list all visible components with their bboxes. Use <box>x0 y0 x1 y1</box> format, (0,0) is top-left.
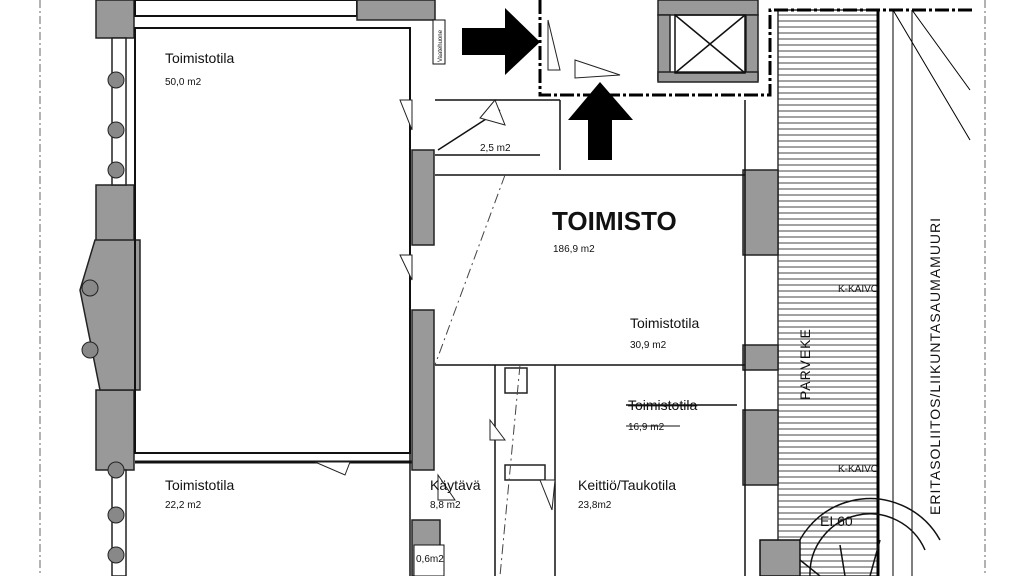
spiral-stair <box>759 497 941 576</box>
room-area-wc: 0,6m2 <box>416 554 444 565</box>
fire-compartment-line <box>538 0 975 97</box>
room-name-office-bottom-left: Toimistotila <box>165 477 234 493</box>
door-swings <box>314 19 621 511</box>
room-name-main: TOIMISTO <box>552 206 677 236</box>
fire-class-label: EI 60 <box>820 513 853 529</box>
room-area-office-top-left: 50,0 m2 <box>165 77 202 88</box>
room-name-hallway: Käytävä <box>430 477 481 493</box>
kkaivo-label-1: K-KAIVO <box>838 284 879 295</box>
kkaivo-label-2: K-KAIVO <box>838 464 879 475</box>
arrow-up-icon <box>568 82 633 160</box>
room-area-kitchen: 23,8m2 <box>578 500 612 511</box>
room-area-office-struck: 16,9 m2 <box>628 422 665 433</box>
axis-lines <box>39 0 986 576</box>
main-office-walls <box>435 99 746 576</box>
window-circles <box>81 71 125 564</box>
elevator-shaft <box>674 14 746 74</box>
room-area-corridor-small: 2,5 m2 <box>480 143 511 154</box>
balcony-area <box>777 9 971 576</box>
arrow-right-icon <box>462 8 540 75</box>
room-name-office-top-left: Toimistotila <box>165 50 234 66</box>
fire-wall-label: ERITASOLIITOS/LIIKUNTASAUMAMUURI <box>927 217 943 515</box>
room-area-main: 186,9 m2 <box>553 244 595 255</box>
wall-columns <box>356 0 779 576</box>
entrance-arrows <box>462 8 633 160</box>
room-area-hallway: 8,8 m2 <box>430 500 461 511</box>
room-area-office-bottom-left: 22,2 m2 <box>165 500 202 511</box>
opening-lines <box>434 174 521 576</box>
small-box-label: Vaatehuone <box>438 29 444 62</box>
room-name-kitchen: Keittiö/Taukotila <box>578 477 676 493</box>
balcony-label: PARVEKE <box>797 328 813 400</box>
room-area-office-right: 30,9 m2 <box>630 340 667 351</box>
room-name-office-right: Toimistotila <box>630 315 699 331</box>
